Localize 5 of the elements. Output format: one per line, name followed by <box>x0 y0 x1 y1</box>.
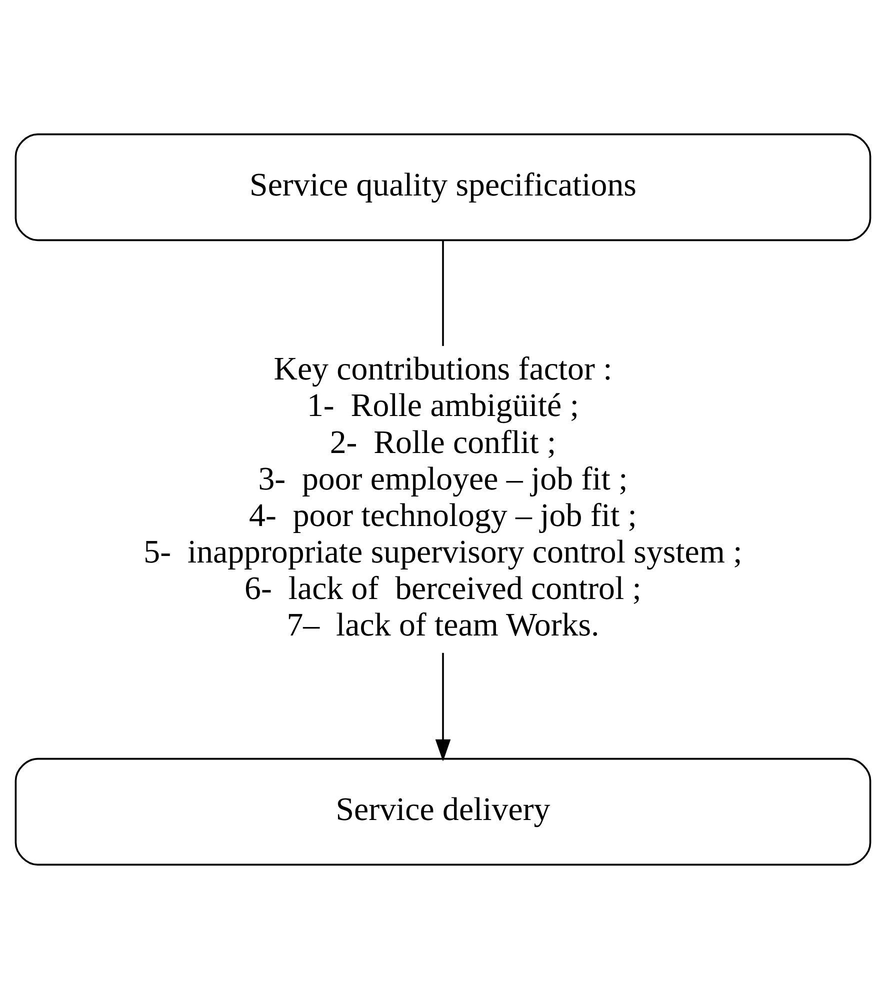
arrow <box>435 652 451 761</box>
node-text: Key contributions factor : 1- Rolle ambigüité ; 2- Rolle conflit ; 3- poor employee – job fit ; 4- poor technology – job fit ; 5- inappropriate supervisory control system ; 6- lack of berceived control ; 7– lack of team Works. <box>144 351 742 643</box>
node-box: Service quality specifications <box>14 132 872 241</box>
connector <box>442 240 444 346</box>
node-box: Service delivery <box>14 757 872 866</box>
